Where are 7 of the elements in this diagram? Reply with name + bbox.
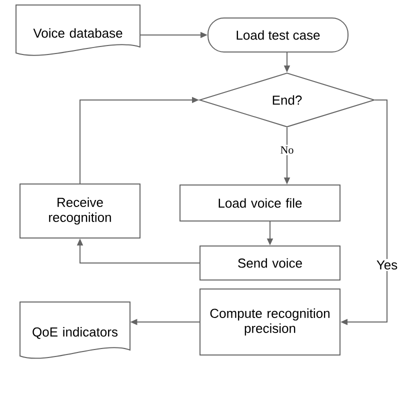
terminal-box: Load test case	[208, 18, 348, 52]
process-box: Compute recognition precision	[200, 288, 340, 356]
edge-label: Yes	[374, 258, 400, 272]
process-box: Load voice file	[180, 184, 340, 222]
edge-label: No	[278, 144, 296, 156]
process-box: Send voice	[200, 246, 340, 280]
process-box: Receive recognition	[20, 184, 140, 238]
